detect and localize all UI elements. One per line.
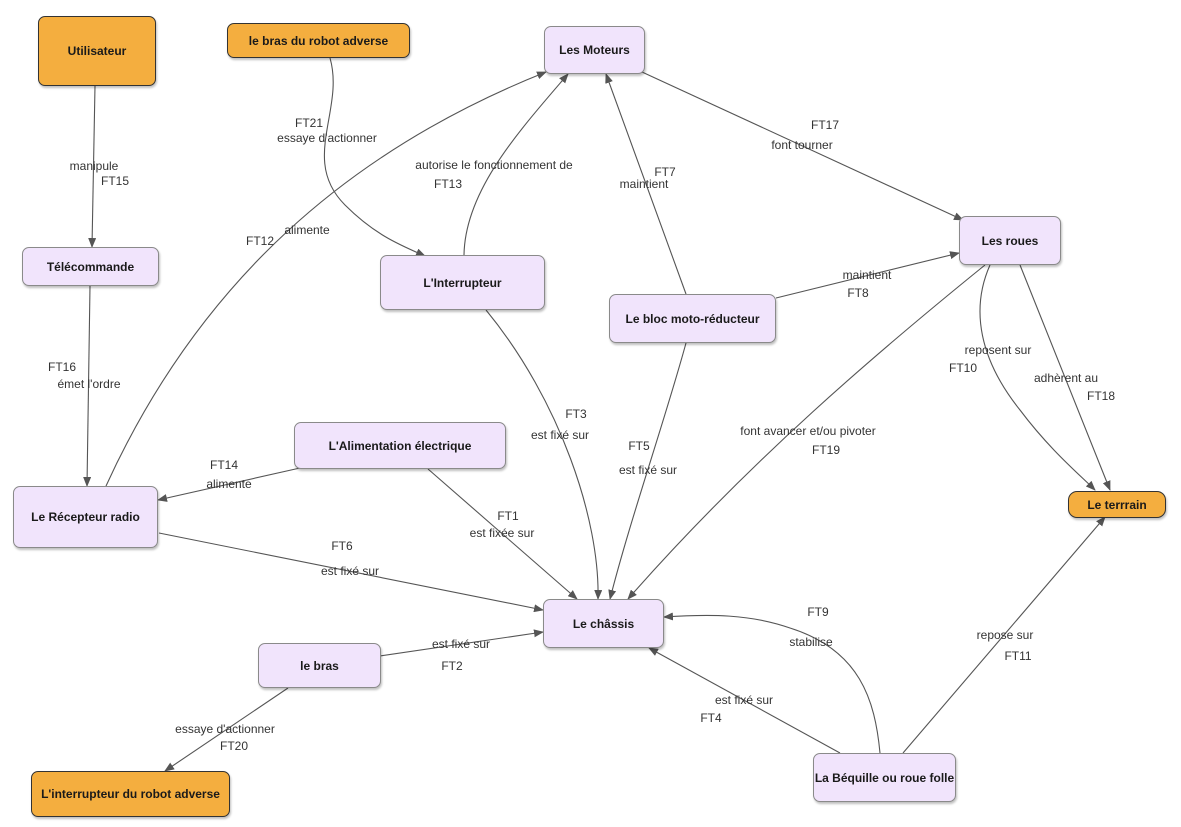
node-bras-robot-adverse[interactable]: le bras du robot adverse xyxy=(227,23,410,58)
edge-ft19-code: FT19 xyxy=(811,443,841,457)
edge-ft13-verb: autorise le fonctionnement de xyxy=(415,158,573,172)
edge-ft13 xyxy=(463,73,569,256)
edge-ft14-code: FT14 xyxy=(209,458,239,472)
edge-ft8 xyxy=(775,251,960,299)
edge-ft5-code: FT5 xyxy=(628,439,650,453)
edge-ft11-code: FT11 xyxy=(1004,649,1032,663)
edge-ft5-verb: est fixé sur xyxy=(618,463,678,477)
node-roues[interactable]: Les roues xyxy=(959,216,1061,265)
edge-ft15-code: FT15 xyxy=(100,174,130,188)
edge-ft17-verb: font tourner xyxy=(771,138,833,152)
edge-ft7-code: FT7 xyxy=(654,165,676,179)
edge-ft15-verb: manipule xyxy=(69,159,119,173)
node-terrain[interactable]: Le terrrain xyxy=(1068,491,1166,518)
edge-ft11-verb: repose sur xyxy=(976,628,1034,642)
edge-ft14 xyxy=(157,467,301,502)
edge-ft16-verb: émet l'ordre xyxy=(57,377,121,391)
edge-ft17 xyxy=(641,71,964,221)
edge-ft12-code: FT12 xyxy=(245,234,275,248)
edge-ft17-code: FT17 xyxy=(810,118,840,132)
edge-ft19-verb: font avancer et/ou pivoter xyxy=(740,424,876,438)
edge-ft13-code: FT13 xyxy=(433,177,463,191)
edge-ft3-code: FT3 xyxy=(565,407,587,421)
edge-ft1-verb: est fixée sur xyxy=(469,526,535,540)
node-telecommande[interactable]: Télécommande xyxy=(22,247,159,286)
edge-ft20-verb: essaye d'actionner xyxy=(175,722,275,736)
node-interrupteur[interactable]: L'Interrupteur xyxy=(380,255,545,310)
edge-ft10-code: FT10 xyxy=(948,361,978,375)
edge-ft12 xyxy=(105,71,547,487)
node-interrupteur-robot-adverse[interactable]: L'interrupteur du robot adverse xyxy=(31,771,230,817)
edge-ft3-verb: est fixé sur xyxy=(530,428,590,442)
node-bloc-moto-reducteur[interactable]: Le bloc moto-réducteur xyxy=(609,294,776,343)
edge-ft19 xyxy=(627,264,986,600)
edge-ft1 xyxy=(427,468,578,600)
edge-ft8-code: FT8 xyxy=(847,286,869,300)
edge-ft10-verb: reposent sur xyxy=(964,343,1032,357)
edge-ft6-verb: est fixé sur xyxy=(320,564,380,578)
edge-ft1-code: FT1 xyxy=(497,509,519,523)
node-chassis[interactable]: Le châssis xyxy=(543,599,664,648)
edge-ft10 xyxy=(979,264,1096,491)
edge-ft2-code: FT2 xyxy=(441,659,463,673)
edge-ft21-code: FT21 xyxy=(294,116,324,130)
edge-ft7-verb: maintient xyxy=(619,177,669,191)
node-recepteur-radio[interactable]: Le Récepteur radio xyxy=(13,486,158,548)
edge-ft4-code: FT4 xyxy=(700,711,722,725)
edge-ft9-verb: stabilise xyxy=(789,635,833,649)
node-utilisateur[interactable]: Utilisateur xyxy=(38,16,156,86)
edge-ft11 xyxy=(902,516,1106,754)
edge-ft20-code: FT20 xyxy=(219,739,249,753)
node-alimentation[interactable]: L'Alimentation électrique xyxy=(294,422,506,469)
edge-ft18-code: FT18 xyxy=(1086,389,1116,403)
edge-ft2-verb: est fixé sur xyxy=(431,637,491,651)
edge-ft3 xyxy=(485,309,603,600)
edge-ft18-verb: adhèrent au xyxy=(1033,371,1099,385)
node-moteurs[interactable]: Les Moteurs xyxy=(544,26,645,74)
edge-ft16-code: FT16 xyxy=(47,360,77,374)
edge-ft6 xyxy=(158,532,544,613)
node-bras[interactable]: le bras xyxy=(258,643,381,688)
edge-ft7 xyxy=(605,73,687,295)
edge-ft12-verb: alimente xyxy=(284,223,330,237)
edge-ft21-verb: essaye d'actionner xyxy=(277,131,377,145)
edge-ft9-code: FT9 xyxy=(807,605,829,619)
edge-ft8-verb: maintient xyxy=(842,268,892,282)
edge-ft6-code: FT6 xyxy=(331,539,353,553)
edge-ft14-verb: alimente xyxy=(206,477,252,491)
edge-ft4 xyxy=(648,647,841,754)
edge-ft2 xyxy=(379,629,544,657)
node-bequille[interactable]: La Béquille ou roue folle xyxy=(813,753,956,802)
edge-ft16 xyxy=(83,285,92,487)
edge-ft20 xyxy=(164,687,289,772)
edge-ft15 xyxy=(88,85,97,248)
edge-ft21 xyxy=(323,57,426,257)
edge-ft9 xyxy=(663,612,881,754)
edge-ft5 xyxy=(608,342,687,600)
edge-ft4-verb: est fixé sur xyxy=(714,693,774,707)
edge-ft18 xyxy=(1019,264,1111,491)
